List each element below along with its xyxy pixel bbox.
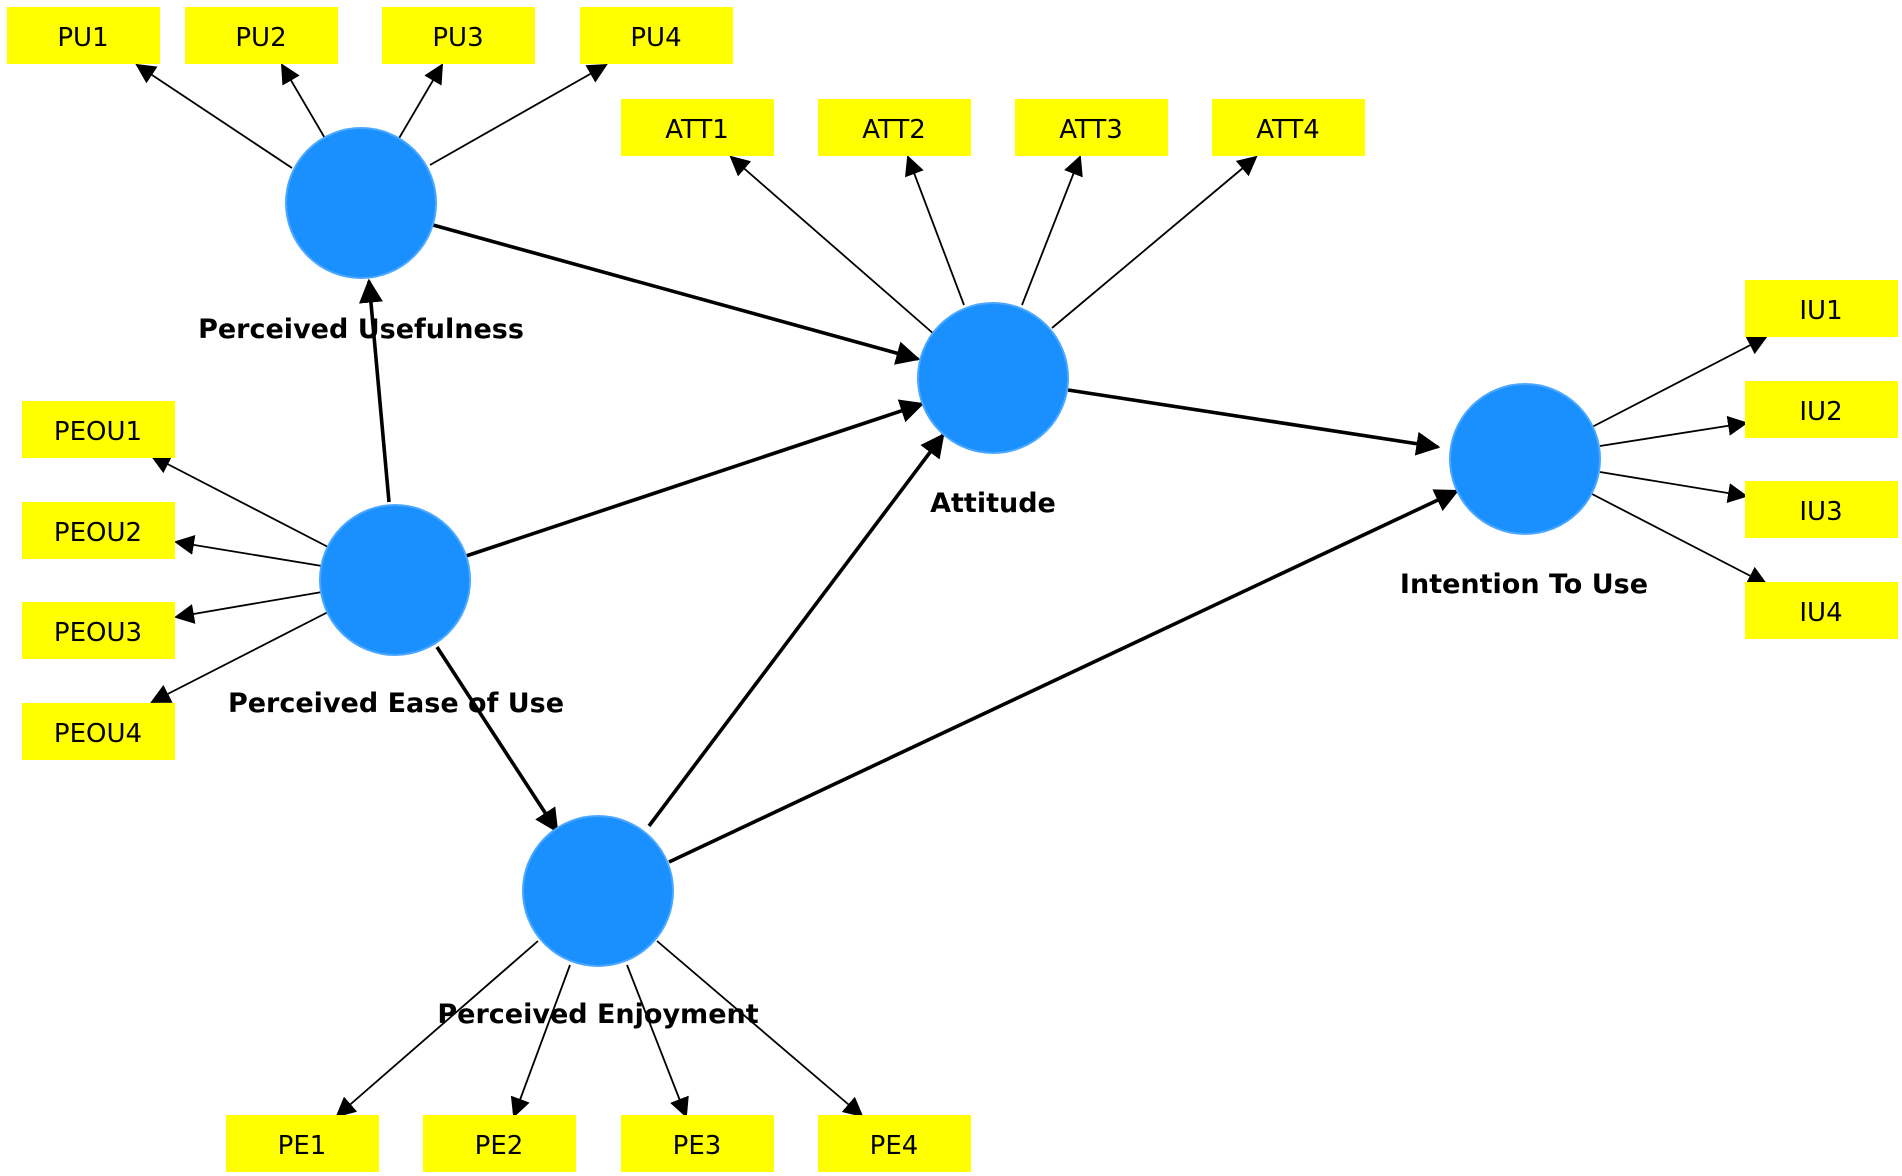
arrow-att-to-att2 <box>905 155 965 306</box>
indicator-iu1[interactable]: IU1 <box>1745 280 1898 337</box>
indicator-label: PE2 <box>475 1131 524 1161</box>
arrow-pe-to-pe3 <box>626 964 689 1118</box>
construct-perceived-enjoyment[interactable] <box>522 815 674 967</box>
indicator-label: IU1 <box>1799 296 1842 326</box>
indicator-label: IU4 <box>1799 598 1842 628</box>
measurement-arrows <box>135 63 1768 1118</box>
indicator-label: PEOU4 <box>54 719 142 749</box>
path-pe-to-iu <box>668 489 1460 864</box>
construct-label-att: Attitude <box>930 488 1056 519</box>
indicator-label: ATT4 <box>1256 115 1320 145</box>
structural-paths <box>358 223 1460 864</box>
indicator-label: PEOU3 <box>54 618 142 648</box>
indicator-att2[interactable]: ATT2 <box>818 99 971 156</box>
arrow-att-to-att4 <box>1051 155 1258 329</box>
path-pe-to-att <box>647 433 945 828</box>
arrow-pu-to-pu1 <box>135 63 293 169</box>
indicator-iu3[interactable]: IU3 <box>1745 481 1898 538</box>
indicator-iu4[interactable]: IU4 <box>1745 582 1898 639</box>
indicator-peou2[interactable]: PEOU2 <box>22 502 175 559</box>
path-peou-to-pe <box>435 646 559 834</box>
indicator-label: ATT3 <box>1059 115 1123 145</box>
indicator-att3[interactable]: ATT3 <box>1015 99 1168 156</box>
indicator-label: PE3 <box>673 1131 722 1161</box>
indicator-pe1[interactable]: PE1 <box>226 1115 379 1172</box>
arrow-peou-to-peou3 <box>174 591 323 624</box>
construct-label-iu: Intention To Use <box>1400 569 1648 600</box>
indicator-pe2[interactable]: PE2 <box>423 1115 576 1172</box>
arrow-pe-to-pe4 <box>656 940 864 1118</box>
indicator-label: PEOU2 <box>54 518 142 548</box>
indicator-iu2[interactable]: IU2 <box>1745 381 1898 438</box>
arrow-pu-to-pu3 <box>397 63 444 141</box>
construct-intention-to-use[interactable] <box>1449 383 1601 535</box>
indicator-pu4[interactable]: PU4 <box>580 7 733 64</box>
indicator-label: PE1 <box>278 1131 327 1161</box>
arrow-pu-to-pu4 <box>429 64 608 166</box>
path-peou-to-att <box>465 399 925 558</box>
path-att-to-iu <box>1067 388 1441 456</box>
arrow-peou-to-peou4 <box>150 610 331 703</box>
arrow-peou-to-peou2 <box>174 535 323 567</box>
construct-label-pu: Perceived Usefulness <box>198 314 524 345</box>
arrow-peou-to-peou1 <box>150 455 331 549</box>
indicator-pu1[interactable]: PU1 <box>7 7 160 64</box>
indicator-label: PU1 <box>57 23 108 53</box>
arrow-iu-to-iu2 <box>1599 415 1748 447</box>
arrow-pe-to-pe2 <box>510 964 571 1118</box>
indicator-label: IU3 <box>1799 497 1842 527</box>
latent-constructs <box>285 127 1601 967</box>
arrow-iu-to-iu3 <box>1599 471 1748 503</box>
indicator-label: PU4 <box>630 23 681 53</box>
indicator-label: PU3 <box>432 23 483 53</box>
construct-perceived-usefulness[interactable] <box>285 127 437 279</box>
indicator-label: PU2 <box>235 23 286 53</box>
path-peou-to-pu <box>358 278 391 503</box>
indicator-peou1[interactable]: PEOU1 <box>22 401 175 458</box>
indicator-att1[interactable]: ATT1 <box>621 99 774 156</box>
arrow-iu-to-iu4 <box>1591 493 1768 585</box>
arrow-iu-to-iu1 <box>1591 336 1768 428</box>
construct-label-peou: Perceived Ease of Use <box>228 688 564 719</box>
indicator-peou4[interactable]: PEOU4 <box>22 703 175 760</box>
indicator-label: IU2 <box>1799 397 1842 427</box>
arrow-att-to-att3 <box>1021 155 1083 306</box>
indicator-pu3[interactable]: PU3 <box>382 7 535 64</box>
path-pu-to-att <box>432 223 921 365</box>
construct-labels: Perceived Usefulness Perceived Ease of U… <box>198 314 1648 1030</box>
indicator-label: ATT1 <box>665 115 729 145</box>
construct-perceived-ease-of-use[interactable] <box>319 504 471 656</box>
indicator-att4[interactable]: ATT4 <box>1212 99 1365 156</box>
indicator-pe4[interactable]: PE4 <box>818 1115 971 1172</box>
arrow-pu-to-pu2 <box>280 63 327 141</box>
indicator-label: PE4 <box>870 1131 919 1161</box>
arrow-pe-to-pe1 <box>335 940 539 1118</box>
indicator-pe3[interactable]: PE3 <box>621 1115 774 1172</box>
indicator-pu2[interactable]: PU2 <box>185 7 338 64</box>
construct-label-pe: Perceived Enjoyment <box>437 999 758 1030</box>
indicator-label: ATT2 <box>862 115 926 145</box>
indicator-boxes: PU1 PU2 PU3 PU4 ATT1 ATT2 ATT3 AT <box>7 7 1898 1172</box>
construct-attitude[interactable] <box>917 302 1069 454</box>
arrow-att-to-att1 <box>729 155 936 336</box>
indicator-label: PEOU1 <box>54 417 142 447</box>
indicator-peou3[interactable]: PEOU3 <box>22 602 175 659</box>
